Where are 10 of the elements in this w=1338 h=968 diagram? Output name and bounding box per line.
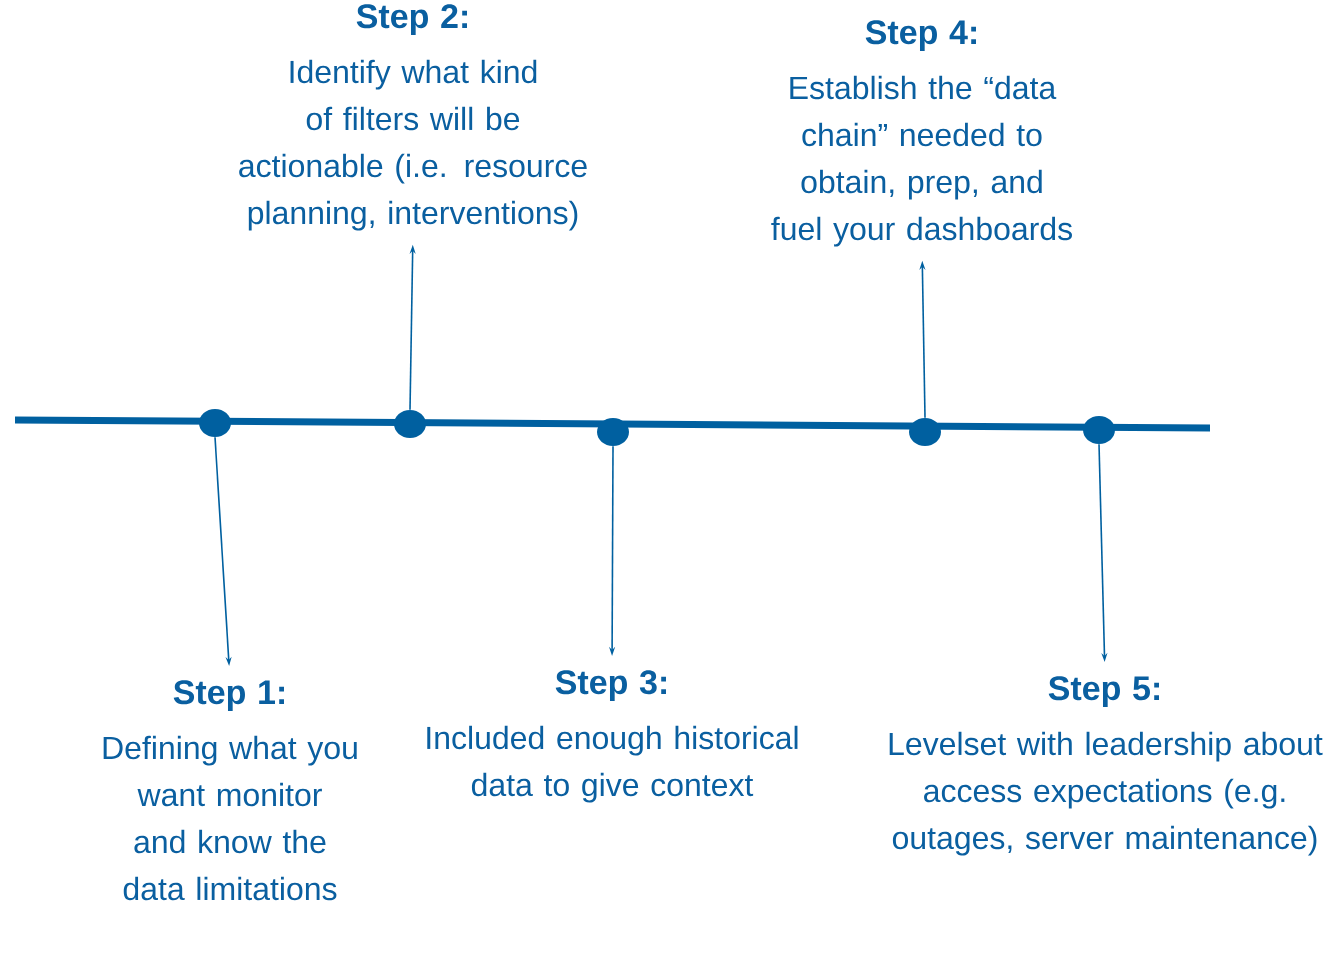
step-text: Step 5: Levelset with leadership about access expectations (e.g. outages, server maintenance)	[889, 676, 1323, 856]
timeline-dot	[909, 418, 941, 446]
step-text: Step 1: Defining what you want monitor and know the data limitations	[103, 680, 357, 901]
step-text: Step 2: Identify what kind of filters will be actionable (i.e. resource planning, interventions)	[239, 4, 587, 231]
timeline-dot	[199, 409, 231, 437]
timeline-dot	[394, 410, 426, 438]
step-text: Step 3: Included enough historical data to give context	[427, 670, 798, 803]
step-text: Step 4: Establish the “data chain” needed to obtain, prep, and fuel your dashboards	[771, 20, 1072, 247]
timeline-dot	[1083, 416, 1115, 444]
timeline-dot	[597, 418, 629, 446]
